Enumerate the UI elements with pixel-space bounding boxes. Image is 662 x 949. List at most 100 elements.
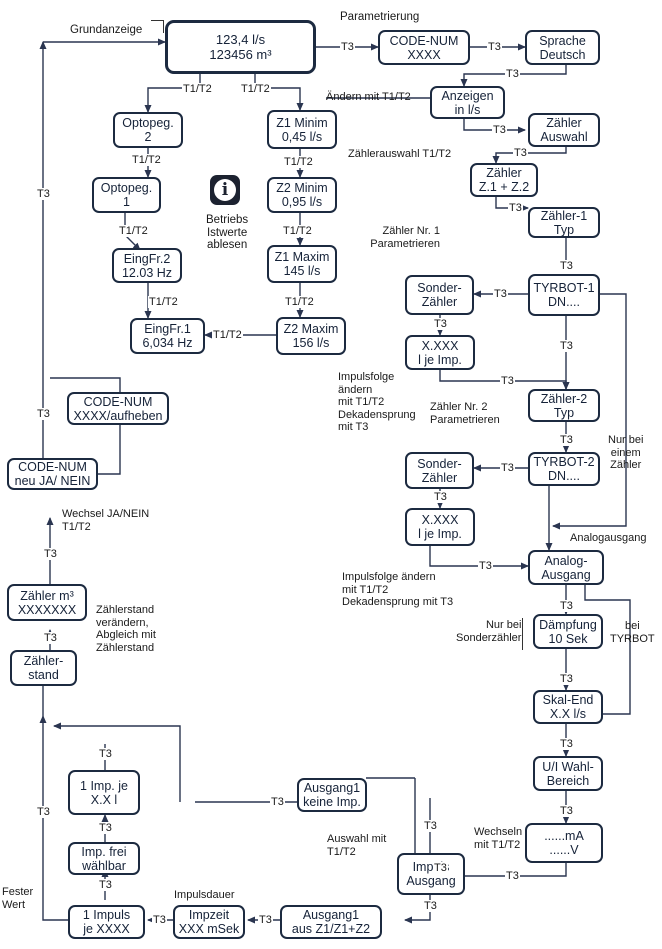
zaehler1-typ-box: Zähler-1 Typ: [528, 207, 600, 238]
zaehlerstand-box: Zähler- stand: [10, 650, 77, 686]
z2max-text: Z2 Maxim 156 l/s: [283, 322, 339, 350]
key-t3-label: T3: [36, 408, 51, 420]
sonder1-box: Sonder- Zähler: [405, 275, 474, 315]
z2max-box: Z2 Maxim 156 l/s: [276, 317, 346, 355]
optopeg2-text: Optopeg. 2: [122, 116, 174, 144]
zaehler-z1z2-box: Zähler Z.1 + Z.2: [470, 163, 538, 197]
eingfr1-text: EingFr.1 6,034 Hz: [142, 322, 193, 350]
key-t3-label: T3: [43, 548, 58, 560]
sprache-text: Sprache Deutsch: [539, 33, 586, 62]
key-t3-label: T3: [433, 318, 448, 330]
xxxx1-box: X.XXX l je Imp.: [405, 335, 475, 370]
ui-wahl-box: U/I Wahl- Bereich: [533, 756, 603, 791]
info-glyph: i: [214, 179, 236, 201]
z2min-text: Z2 Minim 0,95 l/s: [276, 181, 328, 209]
wechseln-label: Wechseln mit T1/T2: [474, 826, 523, 851]
key-t3-label: T3: [340, 41, 355, 53]
code-num-aufheben-text: CODE-NUM XXXX/aufheben: [73, 394, 163, 423]
zaehler-m3-box: Zähler m³ XXXXXXX: [7, 584, 87, 621]
key-t3-label: T3: [508, 202, 523, 214]
key-t3-label: T3: [500, 375, 515, 387]
grundanzeige-bracket: [151, 20, 164, 33]
key-t1t2-label: T1/T2: [283, 156, 314, 168]
key-t3-label: T3: [559, 600, 574, 612]
key-t3-label: T3: [433, 862, 448, 874]
parametrierung-label: Parametrierung: [340, 11, 420, 23]
key-t1t2-label: T1/T2: [182, 83, 213, 95]
anzeigen-box: Anzeigen in l/s: [430, 86, 505, 119]
tyrbot1-text: TYRBOT-1 DN....: [533, 281, 595, 309]
anzeigen-text: Anzeigen in l/s: [441, 88, 494, 117]
eingfr2-text: EingFr.2 12.03 Hz: [121, 251, 173, 280]
key-t3-label: T3: [478, 560, 493, 572]
grundanzeige-display-box: 123,4 l/s 123456 m³: [165, 20, 316, 74]
zaehlerstand-veraendern-label: Zählerstand verändern, Abgleich mit Zähl…: [96, 604, 156, 654]
key-t1t2-label: T1/T2: [282, 225, 313, 237]
imp-frei-box: Imp. frei wählbar: [68, 842, 140, 875]
sonder2-text: Sonder- Zähler: [417, 456, 462, 485]
z1max-text: Z1 Maxim 145 l/s: [274, 250, 330, 278]
ein-imp-je-box: 1 Imp. je X.X l: [68, 770, 140, 815]
code-num-neu-box: CODE-NUM neu JA/ NEIN: [7, 458, 98, 490]
ma-v-box: ......mA ......V: [525, 823, 603, 863]
ausgang1-keine-box: Ausgang1 keine Imp.: [297, 778, 367, 812]
ui-wahl-text: U/I Wahl- Bereich: [542, 759, 594, 788]
key-t1t2-label: T1/T2: [284, 296, 315, 308]
ausgang1-keine-text: Ausgang1 keine Imp.: [303, 781, 361, 809]
zaehler-auswahl-text: Zähler Auswahl: [540, 116, 588, 144]
optopeg1-text: Optopeg. 1: [100, 181, 153, 209]
key-t1t2-label: T1/T2: [131, 154, 162, 166]
code-num-neu-text: CODE-NUM neu JA/ NEIN: [14, 460, 91, 488]
optopeg1-box: Optopeg. 1: [92, 177, 161, 213]
ma-v-text: ......mA ......V: [544, 829, 584, 857]
key-t3-label: T3: [433, 491, 448, 503]
nur-sonder-label: Nur bei Sonderzähler: [456, 619, 522, 644]
analog-box: Analog- Ausgang: [528, 550, 604, 585]
bei-tyrbot-label: bei TYRBOT: [610, 620, 655, 645]
zaehler2-typ-box: Zähler-2 Typ: [528, 389, 600, 422]
ein-impuls-box: 1 Impuls je XXXX: [68, 905, 145, 939]
aendern-label: Ändern mit T1/T2: [326, 91, 411, 103]
analog-text: Analog- Ausgang: [541, 553, 591, 582]
sonder1-text: Sonder- Zähler: [417, 281, 462, 309]
auswahl-label: Auswahl mit T1/T2: [327, 833, 387, 858]
code-num-box: CODE-NUM XXXX: [378, 30, 470, 65]
zaehler-z1z2-text: Zähler Z.1 + Z.2: [478, 166, 530, 194]
info-icon: i: [210, 175, 240, 205]
zaehlerauswahl-label: Zählerauswahl T1/T2: [348, 148, 452, 160]
key-t3-label: T3: [487, 41, 502, 53]
analogausgang-label: Analogausgang: [570, 532, 647, 544]
zaehler-auswahl-box: Zähler Auswahl: [528, 113, 600, 147]
key-t3-label: T3: [98, 822, 113, 834]
zaehler-nr2-label: Zähler Nr. 2 Parametrieren: [430, 401, 500, 426]
zaehlerstand-text: Zähler- stand: [23, 654, 64, 682]
key-t1t2-label: T1/T2: [240, 83, 271, 95]
impulsfolge1-label: Impulsfolge ändern mit T1/T2 Dekadenspru…: [338, 371, 416, 433]
skal-end-box: Skal-End X.X l/s: [533, 690, 603, 724]
grundanzeige-value: 123,4 l/s 123456 m³: [209, 32, 272, 62]
key-t3-label: T3: [500, 462, 515, 474]
key-t3-label: T3: [505, 68, 520, 80]
impzeit-text: Impzeit XXX mSek: [178, 908, 240, 936]
key-t3-label: T3: [423, 820, 438, 832]
z2min-box: Z2 Minim 0,95 l/s: [267, 177, 337, 213]
z1max-box: Z1 Maxim 145 l/s: [267, 245, 337, 283]
xxxx2-box: X.XXX l je Imp.: [405, 508, 475, 546]
daempfung-box: Dämpfung 10 Sek: [533, 614, 603, 649]
xxxx2-text: X.XXX l je Imp.: [418, 513, 462, 541]
ein-imp-je-text: 1 Imp. je X.X l: [80, 778, 128, 807]
zaehler-nr1-label: Zähler Nr. 1 Parametrieren: [370, 225, 440, 250]
impulsdauer-label: Impulsdauer: [174, 889, 235, 901]
code-num-text: CODE-NUM XXXX: [389, 33, 459, 62]
code-num-aufheben-box: CODE-NUM XXXX/aufheben: [67, 392, 169, 425]
skal-end-text: Skal-End X.X l/s: [542, 693, 594, 721]
zaehler-m3-text: Zähler m³ XXXXXXX: [17, 588, 77, 617]
optopeg2-box: Optopeg. 2: [113, 112, 183, 148]
key-t3-label: T3: [258, 914, 273, 926]
wechsel-ja-nein-label: Wechsel JA/NEIN T1/T2: [62, 508, 150, 533]
key-t3-label: T3: [559, 805, 574, 817]
key-t3-label: T3: [513, 147, 528, 159]
sonder2-box: Sonder- Zähler: [405, 452, 474, 489]
eingfr1-box: EingFr.1 6,034 Hz: [130, 318, 205, 354]
grundanzeige-label: Grundanzeige: [70, 24, 143, 36]
